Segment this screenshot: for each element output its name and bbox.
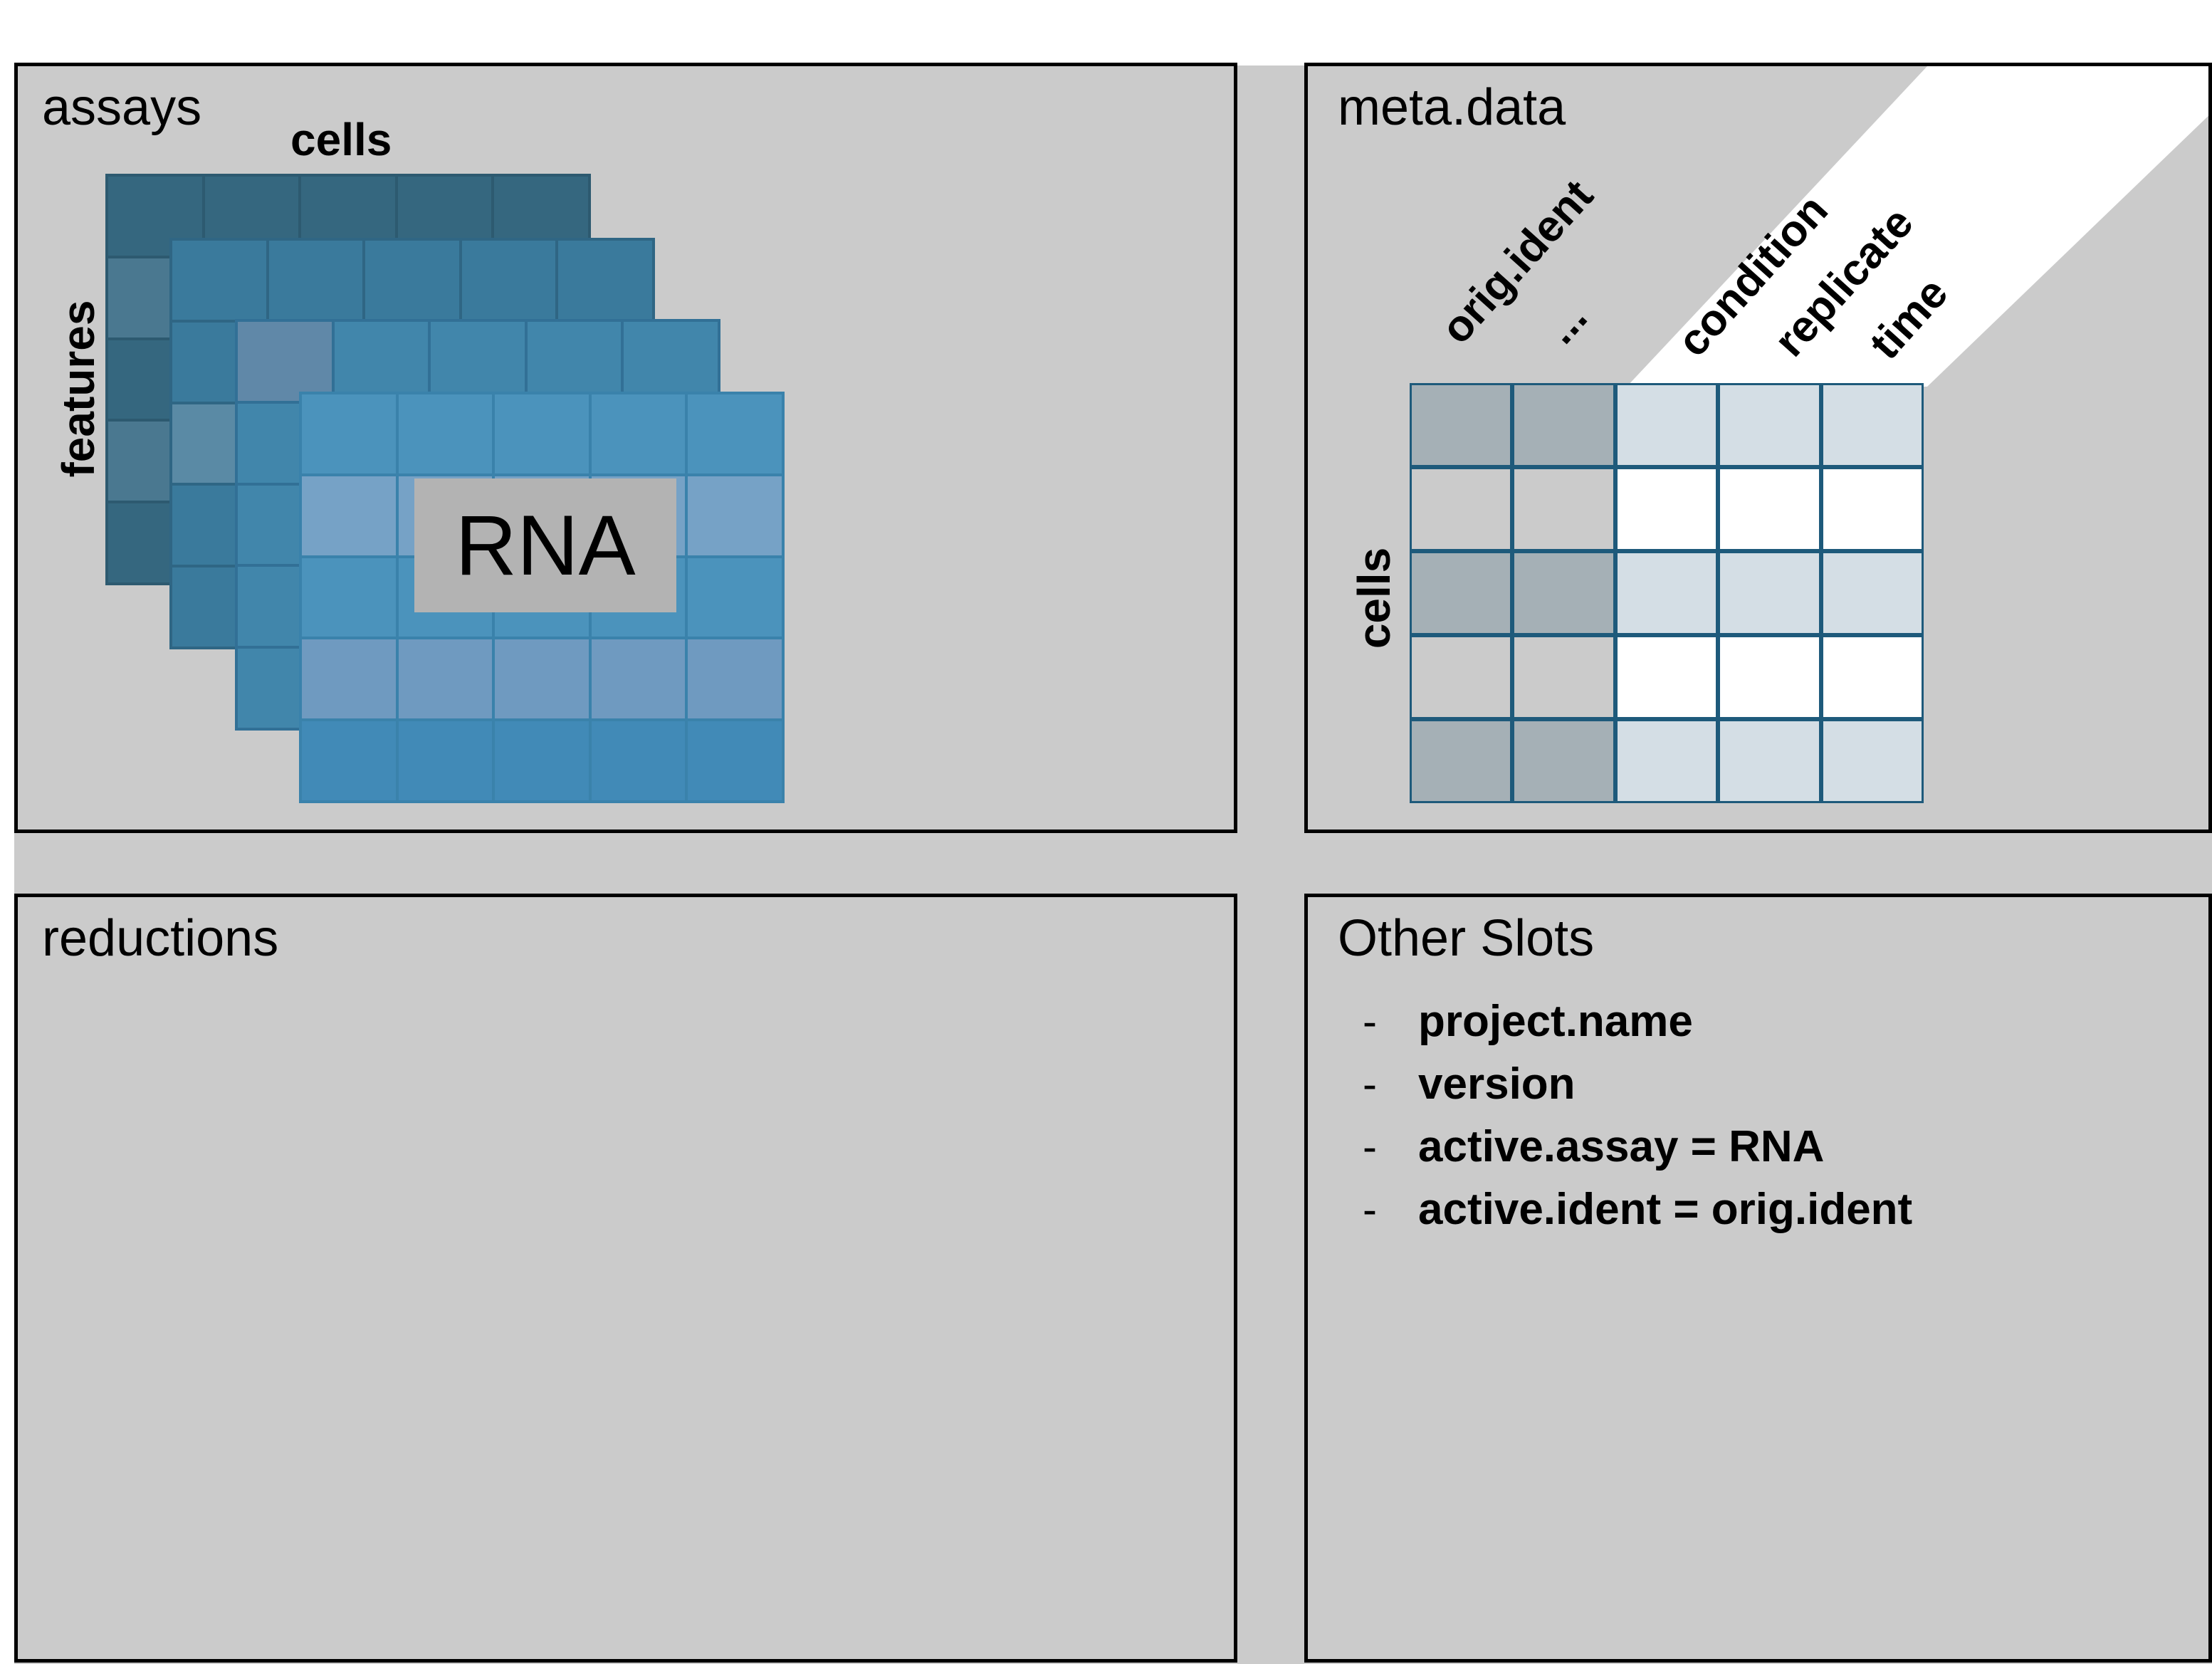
assay-name-text: RNA xyxy=(455,498,636,593)
other-slots-list: - project.name - version - active.assay … xyxy=(1307,990,1912,1240)
slot-bullet: - xyxy=(1363,1059,1377,1108)
slot-bullet: - xyxy=(1363,1185,1377,1233)
meta-data-table xyxy=(1410,383,1924,803)
assays-features-label: features xyxy=(53,300,104,478)
new-columns-highlight xyxy=(1627,66,2208,387)
meta-data-title: meta.data xyxy=(1338,79,1566,136)
slot-item: - active.ident = orig.ident xyxy=(1307,1178,1912,1240)
assays-title: assays xyxy=(42,79,202,136)
other-slots-title: Other Slots xyxy=(1338,910,1595,967)
assays-cells-label: cells xyxy=(290,114,392,165)
assay-name-badge: RNA xyxy=(414,478,676,612)
meta-cells-label: cells xyxy=(1348,547,1400,649)
reductions-title: reductions xyxy=(42,910,279,967)
slot-project-name: project.name xyxy=(1418,996,1693,1046)
slot-version: version xyxy=(1418,1059,1576,1109)
slot-item: - project.name xyxy=(1307,990,1912,1052)
slot-bullet: - xyxy=(1363,997,1377,1045)
slot-item: - version xyxy=(1307,1052,1912,1115)
other-slots-panel: Other Slots xyxy=(1304,894,2212,1663)
slot-active-ident: active.ident = orig.ident xyxy=(1418,1184,1913,1234)
slot-bullet: - xyxy=(1363,1122,1377,1171)
slot-item: - active.assay = RNA xyxy=(1307,1115,1912,1178)
slot-active-assay: active.assay = RNA xyxy=(1418,1121,1825,1171)
reductions-panel: reductions xyxy=(14,894,1237,1663)
